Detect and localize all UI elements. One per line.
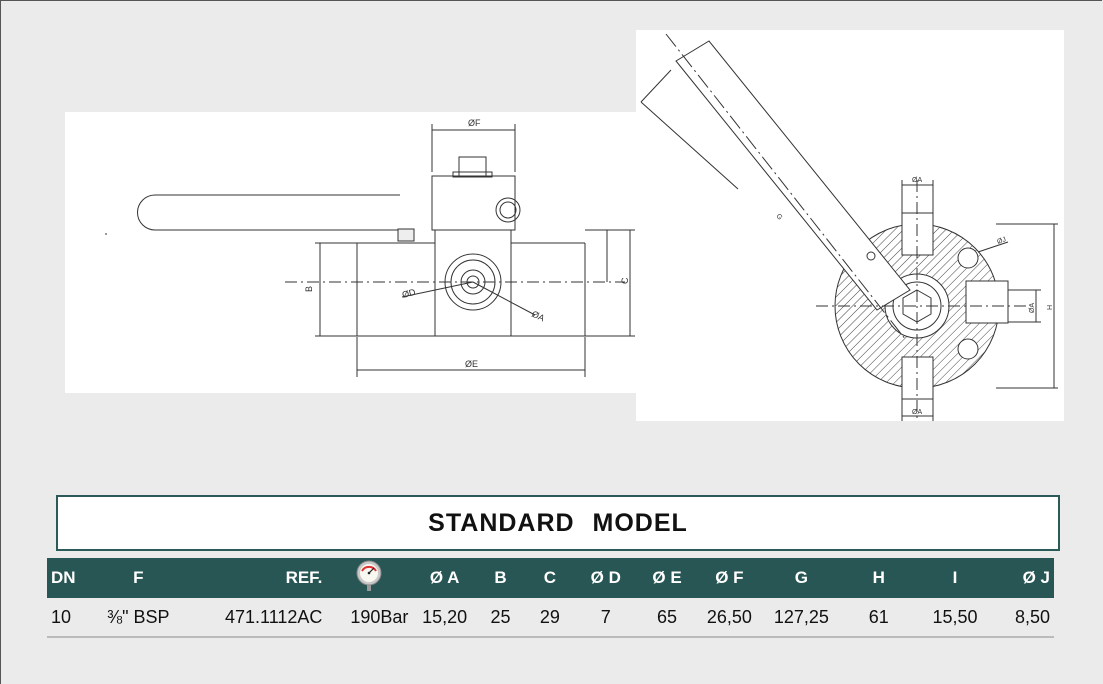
header-e: Ø E xyxy=(635,558,699,598)
section-view-drawing: ØA ØA ØA H ØJ G xyxy=(636,30,1064,421)
section-view-svg: ØA ØA ØA H ØJ G xyxy=(640,33,1058,421)
cell-dn: 10 xyxy=(47,598,101,638)
cell-a: 15,20 xyxy=(412,598,477,638)
cell-f: ⅜" BSP xyxy=(100,598,176,638)
header-g: G xyxy=(760,558,843,598)
header-f2: Ø F xyxy=(698,558,761,598)
cell-d: 7 xyxy=(575,598,636,638)
header-dn: DN xyxy=(47,558,101,598)
label-a: ØA xyxy=(530,309,546,324)
label-h: H xyxy=(1047,305,1054,310)
header-c: C xyxy=(524,558,576,598)
label-j: ØJ xyxy=(996,236,1007,246)
label-e: ØE xyxy=(465,359,478,369)
header-d: Ø D xyxy=(575,558,636,598)
label-a-bottom: ØA xyxy=(912,409,922,416)
cell-ref: 471.1112AC xyxy=(175,598,327,638)
label-a-right: ØA xyxy=(1029,303,1036,313)
cell-h: 61 xyxy=(842,598,916,638)
cell-c: 29 xyxy=(524,598,576,638)
header-h: H xyxy=(842,558,916,598)
cell-i: 15,50 xyxy=(915,598,995,638)
cell-b: 25 xyxy=(476,598,525,638)
side-view-drawing: ØF B C ØD ØA ØE xyxy=(65,112,642,393)
header-pressure xyxy=(326,558,413,598)
header-j: Ø J xyxy=(994,558,1054,598)
label-f: ØF xyxy=(468,118,481,128)
pressure-gauge-icon xyxy=(356,560,382,591)
cell-f2: 26,50 xyxy=(698,598,761,638)
cell-j: 8,50 xyxy=(994,598,1054,638)
cell-g: 127,25 xyxy=(760,598,843,638)
cell-pressure: 190Bar xyxy=(326,598,413,638)
label-d: ØD xyxy=(401,287,417,300)
label-g: G xyxy=(774,213,783,222)
side-view-svg: ØF B C ØD ØA ØE xyxy=(105,118,635,377)
table-row: 10 ⅜" BSP 471.1112AC 190Bar 15,20 25 29 … xyxy=(47,598,1054,638)
header-b: B xyxy=(476,558,525,598)
model-title-box: STANDARD MODEL xyxy=(56,495,1060,551)
header-i: I xyxy=(915,558,995,598)
cell-e: 65 xyxy=(635,598,699,638)
header-row: DN F REF. Ø A B C Ø D Ø E Ø F G H I xyxy=(47,558,1054,598)
header-f: F xyxy=(100,558,176,598)
model-title: STANDARD MODEL xyxy=(428,508,688,537)
label-a-top: ØA xyxy=(912,177,922,184)
header-ref: REF. xyxy=(175,558,327,598)
label-c: C xyxy=(620,277,630,284)
spec-table: DN F REF. Ø A B C Ø D Ø E Ø F G H I xyxy=(47,558,1054,638)
header-a: Ø A xyxy=(412,558,477,598)
label-b: B xyxy=(304,286,314,292)
